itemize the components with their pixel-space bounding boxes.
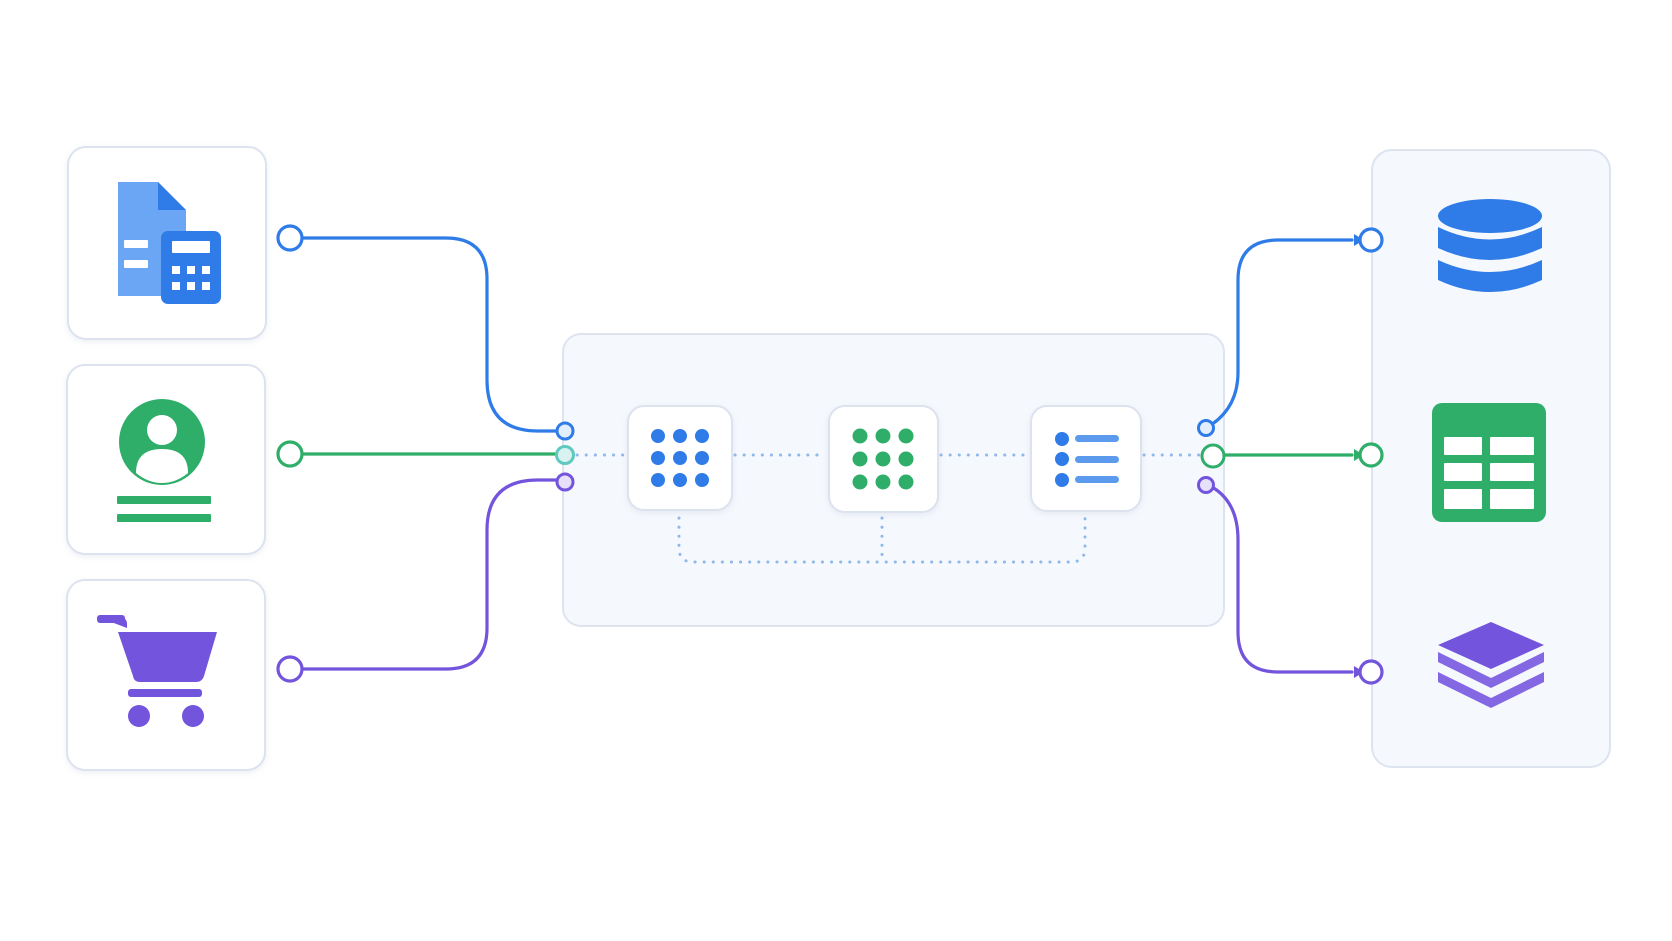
pipeline-dotted-connectors (566, 453, 1202, 564)
port-panel-in-purple[interactable] (555, 472, 575, 492)
grid-dot (898, 428, 914, 444)
grid-dot (852, 451, 868, 467)
list-icon (1055, 432, 1119, 487)
grid-dot (695, 429, 709, 443)
grid-dot (852, 474, 868, 490)
port-customer-out[interactable] (276, 440, 304, 468)
port-panel-out-blue[interactable] (1197, 419, 1215, 437)
document-calculator-icon (118, 182, 221, 304)
grid-dot (875, 474, 891, 490)
layers-icon (1438, 622, 1544, 708)
grid-dot (875, 428, 891, 444)
port-spreadsheet-in[interactable] (1358, 442, 1384, 468)
port-panel-out-green[interactable] (1200, 443, 1226, 469)
port-panel-out-purple[interactable] (1197, 476, 1215, 494)
port-invoice-out[interactable] (276, 224, 304, 252)
port-panel-in-blue[interactable] (555, 421, 575, 441)
grid-dot (898, 474, 914, 490)
source-flow-lines (288, 236, 566, 671)
port-orders-out[interactable] (276, 655, 304, 683)
grid-dot (651, 473, 665, 487)
grid-dot (898, 451, 914, 467)
grid-dot (651, 429, 665, 443)
panel-input-ports (555, 421, 575, 492)
destination-port-nodes (1358, 227, 1384, 685)
destination-flow-lines (1204, 238, 1354, 674)
shopping-cart-icon (97, 615, 217, 727)
dot-grid-icon (852, 428, 914, 490)
panel-output-ports (1197, 419, 1226, 494)
port-layers-in[interactable] (1358, 659, 1384, 685)
table-icon (1432, 403, 1546, 522)
database-icon (1438, 199, 1542, 292)
port-database-in[interactable] (1358, 227, 1384, 253)
grid-dot (651, 451, 665, 465)
grid-dot (673, 451, 687, 465)
grid-dot (673, 473, 687, 487)
calculator-keys (172, 266, 210, 290)
grid-dot (852, 428, 868, 444)
grid-dot (695, 473, 709, 487)
grid-dot (673, 429, 687, 443)
grid-dot (875, 451, 891, 467)
dot-grid-icon (651, 429, 709, 487)
user-profile-icon (117, 399, 211, 522)
port-panel-in-green[interactable] (555, 445, 575, 465)
grid-dot (695, 451, 709, 465)
source-port-nodes (276, 224, 304, 683)
